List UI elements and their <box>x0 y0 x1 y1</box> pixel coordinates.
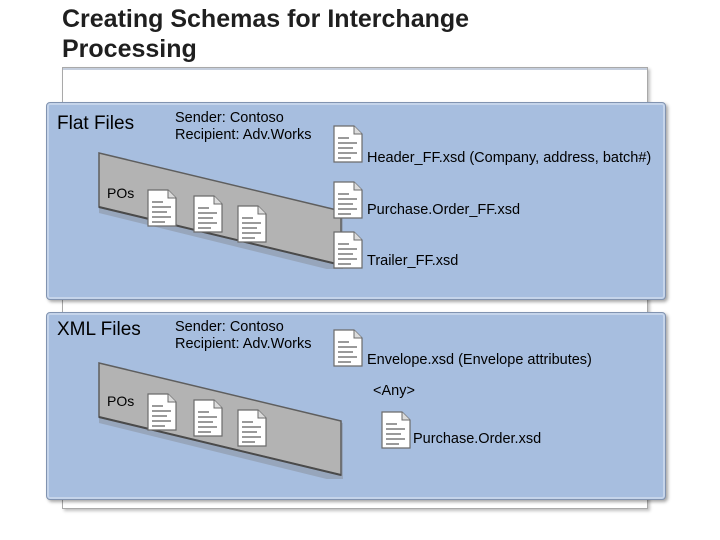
flat-files-title: Flat Files <box>57 113 135 134</box>
trailer-schema-label: Trailer_FF.xsd <box>367 253 459 269</box>
document-icon <box>193 195 223 233</box>
xml-sender-label: Sender: Contoso <box>175 319 284 335</box>
flat-pos-label: POs <box>107 185 135 201</box>
document-icon <box>237 205 267 243</box>
xml-recipient-label: Recipient: Adv.Works <box>175 336 312 352</box>
any-element-label: <Any> <box>373 383 415 399</box>
purchase-order-body-schema-label: Purchase.Order.xsd <box>413 431 542 447</box>
flat-recipient-label: Recipient: Adv.Works <box>175 127 312 143</box>
document-icon <box>147 393 177 431</box>
purchase-order-schema-icon <box>381 411 411 449</box>
slide-title: Creating Schemas for Interchange Process… <box>62 4 582 64</box>
purchase-order-schema-icon <box>333 181 363 219</box>
xml-files-title: XML Files <box>57 319 141 340</box>
document-icon <box>193 399 223 437</box>
envelope-schema-icon <box>333 329 363 367</box>
trailer-schema-icon <box>333 231 363 269</box>
flat-files-batch-tray: POs <box>95 149 343 269</box>
flat-sender-label: Sender: Contoso <box>175 110 284 126</box>
xml-files-routing: Sender: Contoso Recipient: Adv.Works <box>175 319 311 353</box>
xml-files-batch-tray: POs <box>95 359 343 479</box>
envelope-schema-label: Envelope.xsd (Envelope attributes) <box>367 352 592 368</box>
slide-title-line-1: Creating Schemas for Interchange <box>62 5 470 33</box>
document-icon <box>237 409 267 447</box>
document-icon <box>147 189 177 227</box>
slide-title-line-2: Processing <box>62 35 197 63</box>
header-schema-icon <box>333 125 363 163</box>
purchase-order-schema-label: Purchase.Order_FF.xsd <box>367 202 521 218</box>
header-schema-label: Header_FF.xsd (Company, address, batch#) <box>367 150 652 166</box>
flat-files-panel: Flat Files Sender: Contoso Recipient: Ad… <box>46 102 666 300</box>
xml-pos-label: POs <box>107 393 135 409</box>
flat-files-routing: Sender: Contoso Recipient: Adv.Works <box>175 110 311 144</box>
xml-files-panel: XML Files Sender: Contoso Recipient: Adv… <box>46 312 666 500</box>
